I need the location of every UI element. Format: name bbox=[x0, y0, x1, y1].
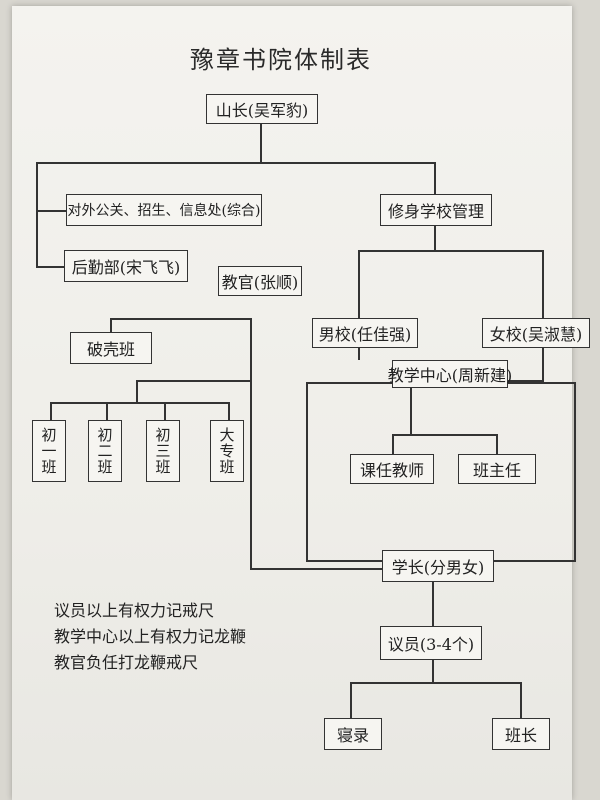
connector bbox=[36, 162, 436, 164]
page-title: 豫章书院体制表 bbox=[190, 46, 372, 74]
connector bbox=[358, 250, 544, 252]
connector bbox=[228, 402, 230, 420]
connector bbox=[260, 120, 262, 164]
node-banzhang: 班长 bbox=[492, 718, 550, 750]
connector bbox=[250, 318, 252, 570]
connector bbox=[520, 682, 522, 718]
node-houqin: 后勤部(宋飞飞) bbox=[64, 250, 188, 282]
connector bbox=[36, 210, 66, 212]
notes-block: 议员以上有权力记戒尺 教学中心以上有权力记龙鞭 教官负任打龙鞭戒尺 bbox=[54, 598, 246, 676]
connector bbox=[434, 226, 436, 252]
connector bbox=[574, 382, 576, 562]
connector bbox=[410, 386, 412, 434]
connector bbox=[36, 162, 38, 268]
connector bbox=[250, 568, 382, 570]
connector bbox=[164, 402, 166, 420]
node-jiaoxue: 教学中心(周新建) bbox=[388, 360, 512, 388]
connector bbox=[434, 162, 436, 194]
connector bbox=[494, 560, 576, 562]
connector bbox=[50, 402, 52, 420]
connector bbox=[542, 250, 544, 318]
connector bbox=[432, 582, 434, 626]
connector bbox=[432, 660, 434, 684]
connector bbox=[542, 346, 544, 382]
connector bbox=[306, 560, 382, 562]
connector bbox=[110, 318, 112, 332]
node-jiaoguan: 教官(张顺) bbox=[218, 266, 302, 296]
node-keren: 课任教师 bbox=[350, 454, 434, 484]
connector bbox=[136, 380, 252, 382]
connector bbox=[358, 346, 360, 360]
node-chuyi: 初一班 bbox=[32, 420, 66, 482]
connector bbox=[306, 382, 308, 562]
node-yiyuan: 议员(3-4个) bbox=[380, 626, 482, 660]
connector bbox=[496, 434, 498, 454]
connector bbox=[358, 250, 360, 318]
node-nvxiao: 女校(吴淑慧) bbox=[482, 318, 590, 348]
node-chuer: 初二班 bbox=[88, 420, 122, 482]
connector bbox=[136, 380, 138, 404]
connector bbox=[36, 266, 64, 268]
connector bbox=[508, 380, 544, 382]
node-banzhuren: 班主任 bbox=[458, 454, 536, 484]
node-duiwai: 对外公关、招生、信息处(综合) bbox=[66, 194, 262, 226]
connector bbox=[350, 682, 522, 684]
connector bbox=[110, 318, 252, 320]
connector bbox=[350, 682, 352, 718]
note-line: 教学中心以上有权力记龙鞭 bbox=[54, 627, 247, 646]
connector bbox=[50, 402, 230, 404]
node-xuezhang: 学长(分男女) bbox=[382, 550, 494, 582]
node-chusan: 初三班 bbox=[146, 420, 180, 482]
node-dazhuan: 大专班 bbox=[210, 420, 244, 482]
connector bbox=[106, 402, 108, 420]
connector bbox=[392, 434, 498, 436]
node-nanxiao: 男校(任佳强) bbox=[312, 318, 418, 348]
node-xiushen: 修身学校管理 bbox=[380, 194, 492, 226]
node-jilu: 寝录 bbox=[324, 718, 382, 750]
note-line: 教官负任打龙鞭戒尺 bbox=[54, 653, 199, 672]
connector bbox=[392, 434, 394, 454]
node-shanzhang: 山长(吴军豹) bbox=[206, 94, 318, 124]
node-pohai: 破壳班 bbox=[70, 332, 152, 364]
note-line: 议员以上有权力记戒尺 bbox=[54, 601, 215, 620]
